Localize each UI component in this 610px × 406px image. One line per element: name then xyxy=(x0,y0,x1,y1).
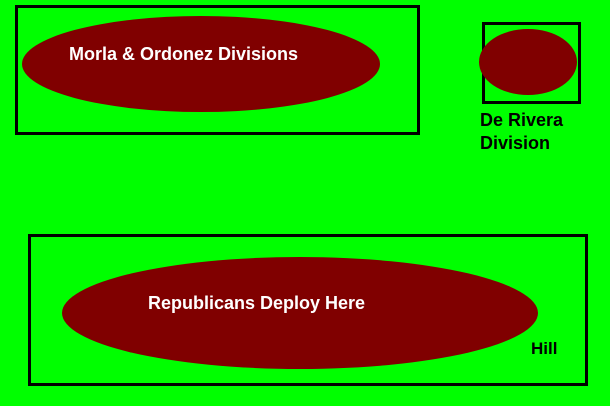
morla-ordonez-unit xyxy=(22,16,380,112)
de-rivera-unit xyxy=(479,29,577,95)
de-rivera-label-line2: Division xyxy=(480,133,551,153)
republican-unit xyxy=(62,257,538,369)
republican-deployment-zone xyxy=(28,234,588,386)
republican-label: Republicans Deploy Here xyxy=(148,293,366,313)
hill-label: Hill xyxy=(531,339,558,358)
morla-ordonez-label: Morla & Ordonez Divisions xyxy=(69,44,299,64)
de-rivera-label-line1: De Rivera xyxy=(480,110,564,130)
morla-ordonez-zone xyxy=(15,5,420,135)
